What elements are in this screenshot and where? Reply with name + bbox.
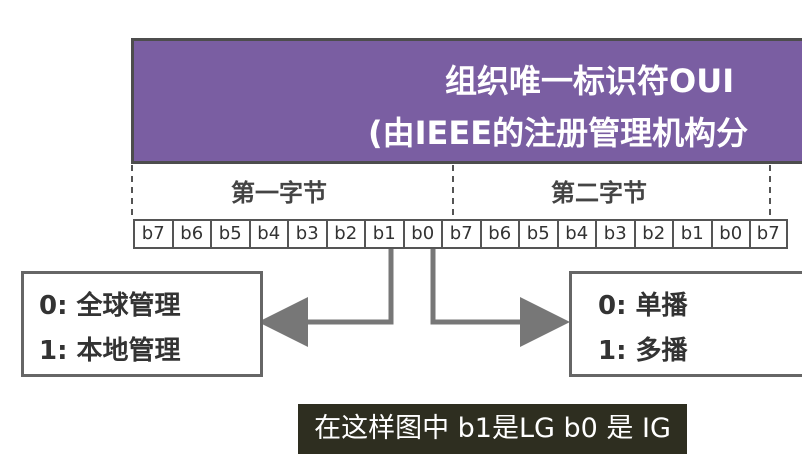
video-subtitle: 在这样图中 b1是LG b0 是 IG [298,404,687,454]
ig-line-unicast: 0: 单播 [598,291,688,321]
bit-cell: b4 [248,219,287,249]
ig-info-box [569,271,802,377]
second-byte-label: 第二字节 [551,179,647,207]
byte-divider [769,165,771,215]
bit-cell: b1 [672,219,711,249]
b0-arrow [430,249,570,347]
bit-cell: b3 [595,219,634,249]
bit-cell: b5 [518,219,557,249]
lg-info-box [21,271,263,377]
bit-cell: b5 [210,219,249,249]
ig-line-multicast: 1: 多播 [598,336,688,366]
bit-cell: b0 [710,219,749,249]
oui-header-box [131,38,802,164]
bit-cell: b7 [749,219,788,249]
bit-cell: b4 [556,219,595,249]
bit-cell: b2 [633,219,672,249]
bit-cell: b6 [479,219,518,249]
bit-cell: b6 [171,219,210,249]
oui-subtitle: (由IEEE的注册管理机构分 [368,114,749,152]
byte-divider [452,165,454,215]
bit-cell-b0: b0 [402,219,441,249]
bit-cell-b1: b1 [364,219,403,249]
b1-arrow [258,249,394,347]
lg-line-global: 0: 全球管理 [39,291,181,321]
byte-label-row: 第一字节 第二字节 [131,165,802,217]
bit-cell: b7 [133,219,172,249]
oui-title: 组织唯一标识符OUI [445,62,735,100]
bit-cell: b3 [287,219,326,249]
lg-line-local: 1: 本地管理 [39,336,181,366]
byte-divider [131,165,133,215]
bit-row: b7 b6 b5 b4 b3 b2 b1 b0 b7 b6 b5 b4 b3 b… [133,219,788,249]
bit-cell: b7 [441,219,480,249]
bit-cell: b2 [325,219,364,249]
first-byte-label: 第一字节 [231,179,327,207]
